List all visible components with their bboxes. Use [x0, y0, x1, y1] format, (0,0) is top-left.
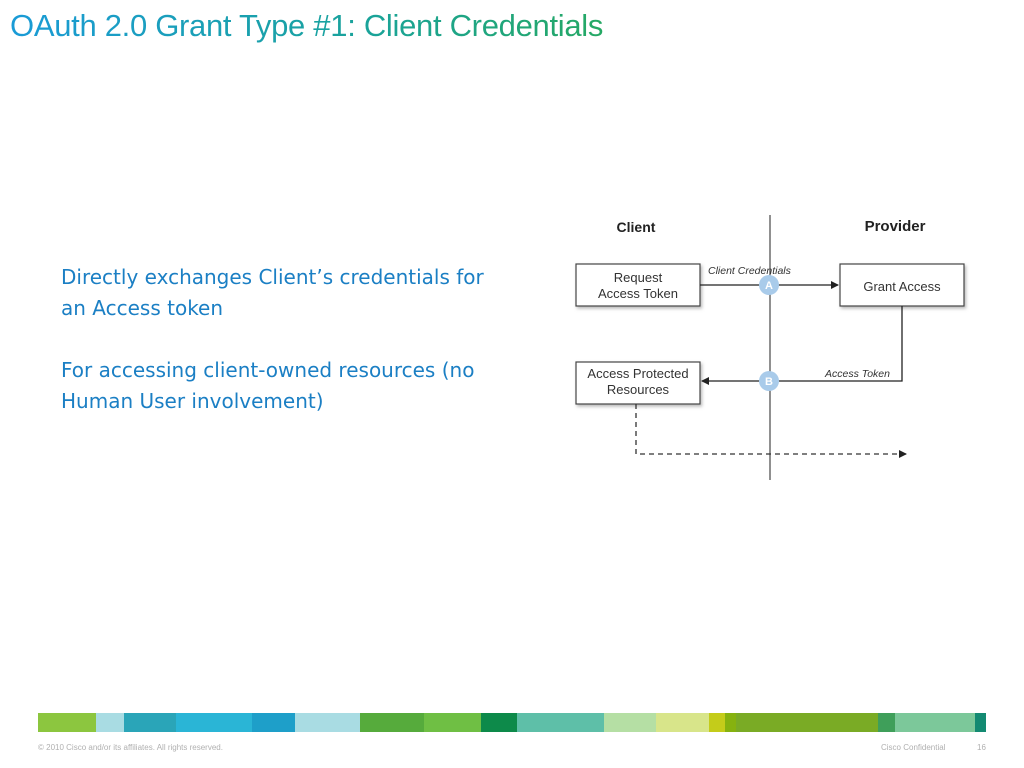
- band-segment: [878, 713, 895, 732]
- copyright-text: © 2010 Cisco and/or its affiliates. All …: [38, 743, 223, 752]
- band-segment: [708, 713, 726, 732]
- slide-title: OAuth 2.0 Grant Type #1: Client Credenti…: [10, 8, 604, 43]
- band-segment: [604, 713, 657, 732]
- color-band: [38, 713, 987, 732]
- band-segment: [175, 713, 253, 732]
- band-segment: [423, 713, 482, 732]
- request-box-line2: Access Token: [598, 286, 678, 301]
- confidential-text: Cisco Confidential: [881, 743, 946, 752]
- band-segment: [95, 713, 124, 732]
- oauth-flow-diagram: Client Provider Request Access Token Gra…: [575, 215, 965, 480]
- band-segment: [974, 713, 987, 732]
- credentials-label: Client Credentials: [708, 265, 792, 277]
- request-box-line1: Request: [614, 270, 663, 285]
- band-segment: [725, 713, 737, 732]
- band-segment: [516, 713, 605, 732]
- band-segment: [656, 713, 709, 732]
- bullet-2: For accessing client-owned resources (no…: [61, 358, 475, 413]
- bullet-list: Directly exchanges Client’s credentials …: [61, 262, 501, 417]
- svg-text:B: B: [765, 376, 773, 388]
- band-segment: [38, 713, 96, 732]
- svg-text:A: A: [765, 280, 773, 292]
- grant-box-label: Grant Access: [863, 279, 941, 294]
- band-segment: [894, 713, 975, 732]
- band-segment: [123, 713, 176, 732]
- band-segment: [736, 713, 878, 732]
- token-label: Access Token: [824, 368, 890, 380]
- grant-access-box: Grant Access: [839, 263, 965, 307]
- access-box-line1: Access Protected: [587, 366, 688, 381]
- dashed-continuation-arrow: [635, 404, 907, 458]
- band-segment: [295, 713, 361, 732]
- access-box-line2: Resources: [607, 382, 670, 397]
- bullet-1: Directly exchanges Client’s credentials …: [61, 265, 484, 320]
- marker-a: A: [759, 275, 779, 295]
- client-header: Client: [617, 219, 656, 235]
- page-number: 16: [977, 743, 986, 752]
- band-segment: [481, 713, 517, 732]
- marker-b: B: [759, 371, 779, 391]
- access-resources-box: Access Protected Resources: [575, 361, 701, 405]
- request-token-box: Request Access Token: [575, 263, 701, 307]
- band-segment: [252, 713, 296, 732]
- band-segment: [360, 713, 424, 732]
- provider-header: Provider: [865, 218, 926, 235]
